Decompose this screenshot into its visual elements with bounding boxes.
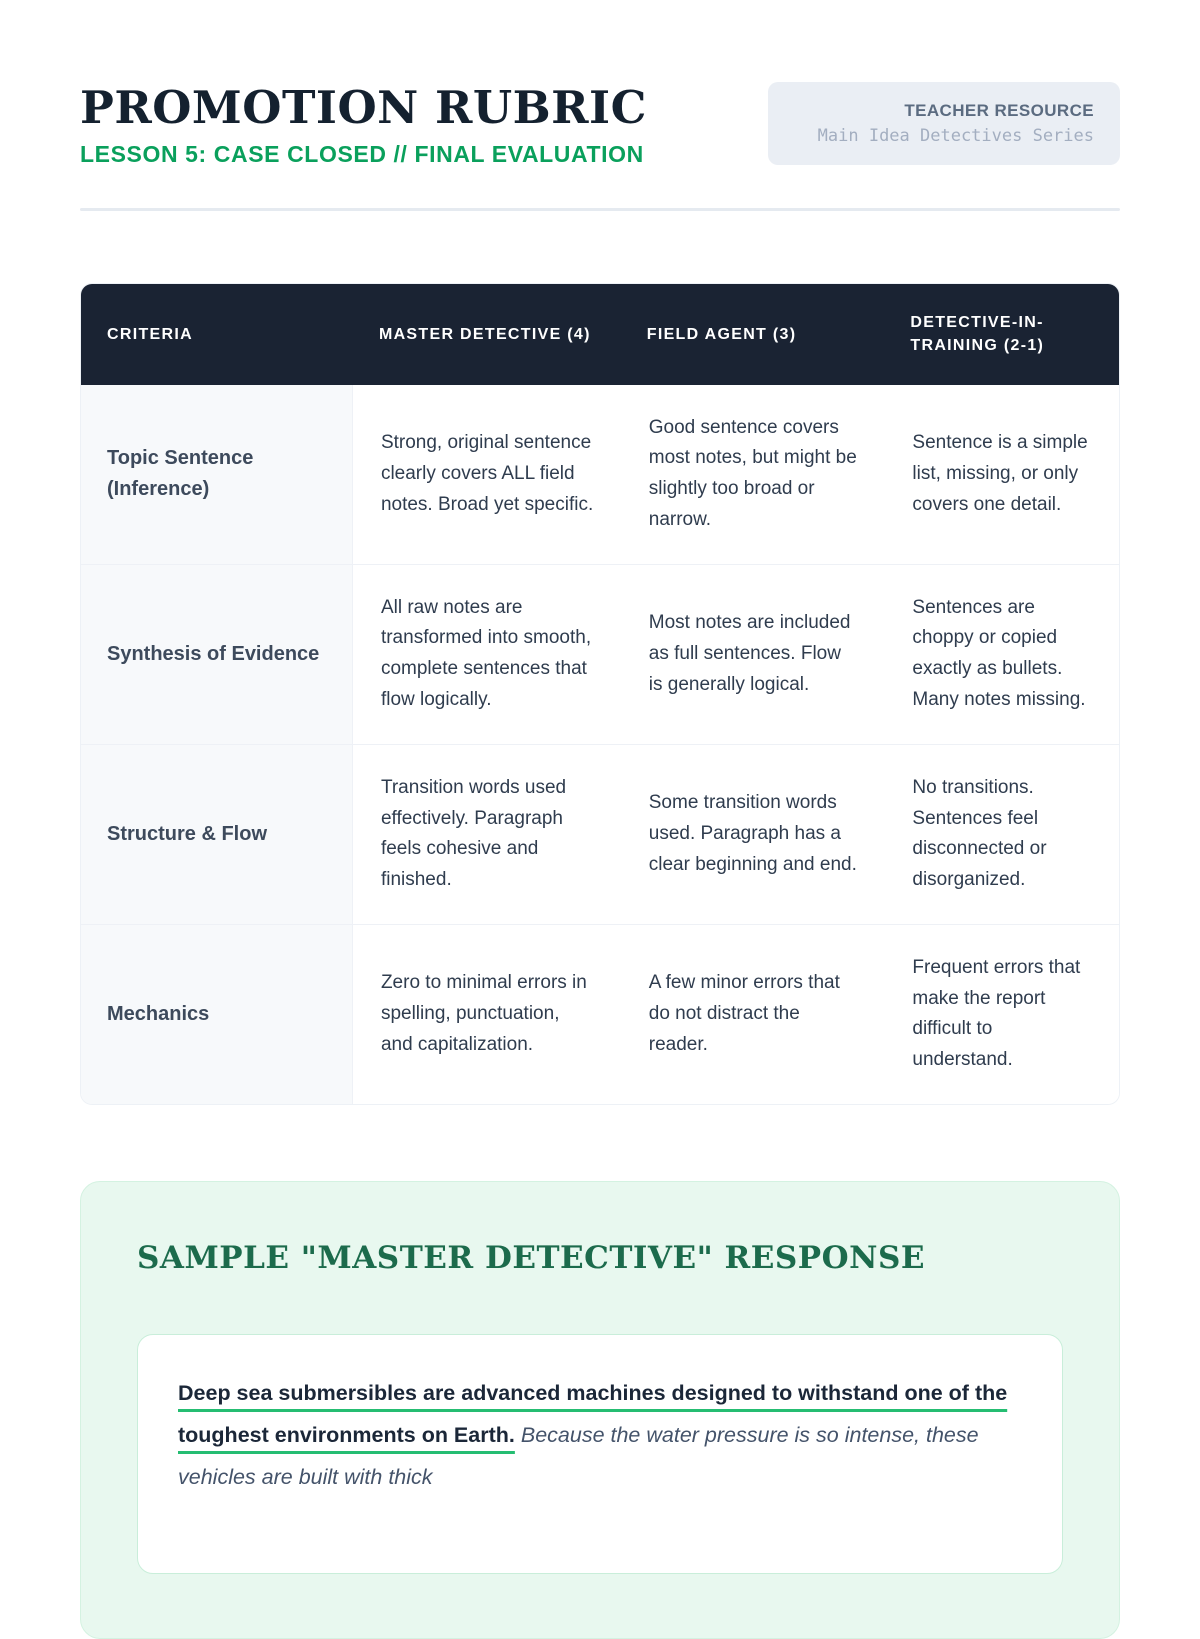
- rubric-cell: Some transition words used. Paragraph ha…: [620, 743, 885, 924]
- column-header-field-agent: FIELD AGENT (3): [620, 284, 885, 385]
- criteria-cell: Structure & Flow: [81, 743, 353, 924]
- rubric-cell: No transitions. Sentences feel disconnec…: [884, 743, 1119, 924]
- resource-badge-series: Main Idea Detectives Series: [817, 126, 1094, 146]
- criteria-cell: Synthesis of Evidence: [81, 563, 353, 744]
- sample-continuation-text: Because the water pressure is so intense…: [178, 1422, 979, 1489]
- criteria-cell: Mechanics: [81, 923, 353, 1104]
- criteria-cell: Topic Sentence (Inference): [81, 384, 353, 564]
- rubric-cell: Transition words used effectively. Parag…: [352, 743, 621, 924]
- rubric-cell: A few minor errors that do not distract …: [620, 923, 885, 1104]
- rubric-table-grid: CRITERIA MASTER DETECTIVE (4) FIELD AGEN…: [81, 284, 1119, 1104]
- table-row-structure-flow: Structure & Flow Transition words used e…: [81, 743, 1119, 924]
- header-divider: [80, 208, 1120, 212]
- resource-badge-title: TEACHER RESOURCE: [904, 101, 1094, 120]
- column-header-criteria: CRITERIA: [81, 284, 353, 385]
- rubric-cell: Most notes are included as full sentence…: [620, 563, 885, 744]
- page-subtitle: LESSON 5: CASE CLOSED // FINAL EVALUATIO…: [80, 141, 644, 168]
- sample-response-section: SAMPLE "MASTER DETECTIVE" RESPONSE Deep …: [80, 1180, 1120, 1639]
- rubric-cell: Sentence is a simple list, missing, or o…: [884, 384, 1119, 564]
- rubric-cell: Good sentence covers most notes, but mig…: [620, 384, 885, 564]
- teacher-resource-badge: TEACHER RESOURCE Main Idea Detectives Se…: [768, 82, 1120, 165]
- rubric-table: CRITERIA MASTER DETECTIVE (4) FIELD AGEN…: [80, 283, 1120, 1105]
- column-header-master-detective: MASTER DETECTIVE (4): [352, 284, 621, 385]
- rubric-table-body: Topic Sentence (Inference) Strong, origi…: [81, 384, 1119, 1104]
- column-header-detective-in-training: DETECTIVE-IN-TRAINING (2-1): [884, 284, 1119, 385]
- rubric-cell: Sentences are choppy or copied exactly a…: [884, 563, 1119, 744]
- rubric-cell: Frequent errors that make the report dif…: [884, 923, 1119, 1104]
- page-header: PROMOTION RUBRIC LESSON 5: CASE CLOSED /…: [80, 82, 1120, 168]
- rubric-cell: Zero to minimal errors in spelling, punc…: [352, 923, 621, 1104]
- rubric-table-header: CRITERIA MASTER DETECTIVE (4) FIELD AGEN…: [81, 284, 1119, 385]
- sample-response-paragraph: Deep sea submersibles are advanced machi…: [178, 1373, 1020, 1499]
- table-row-mechanics: Mechanics Zero to minimal errors in spel…: [81, 923, 1119, 1104]
- rubric-cell: Strong, original sentence clearly covers…: [352, 384, 621, 564]
- title-block: PROMOTION RUBRIC LESSON 5: CASE CLOSED /…: [80, 84, 647, 168]
- sample-topic-sentence: Deep sea submersibles are advanced machi…: [178, 1380, 1008, 1447]
- page-title: PROMOTION RUBRIC: [80, 81, 647, 134]
- sample-response-card: Deep sea submersibles are advanced machi…: [137, 1333, 1063, 1574]
- table-row-topic-sentence: Topic Sentence (Inference) Strong, origi…: [81, 384, 1119, 564]
- rubric-cell: All raw notes are transformed into smoot…: [352, 563, 621, 744]
- table-row-synthesis: Synthesis of Evidence All raw notes are …: [81, 563, 1119, 744]
- header-row: CRITERIA MASTER DETECTIVE (4) FIELD AGEN…: [81, 284, 1119, 385]
- sample-response-heading: SAMPLE "MASTER DETECTIVE" RESPONSE: [137, 1239, 925, 1276]
